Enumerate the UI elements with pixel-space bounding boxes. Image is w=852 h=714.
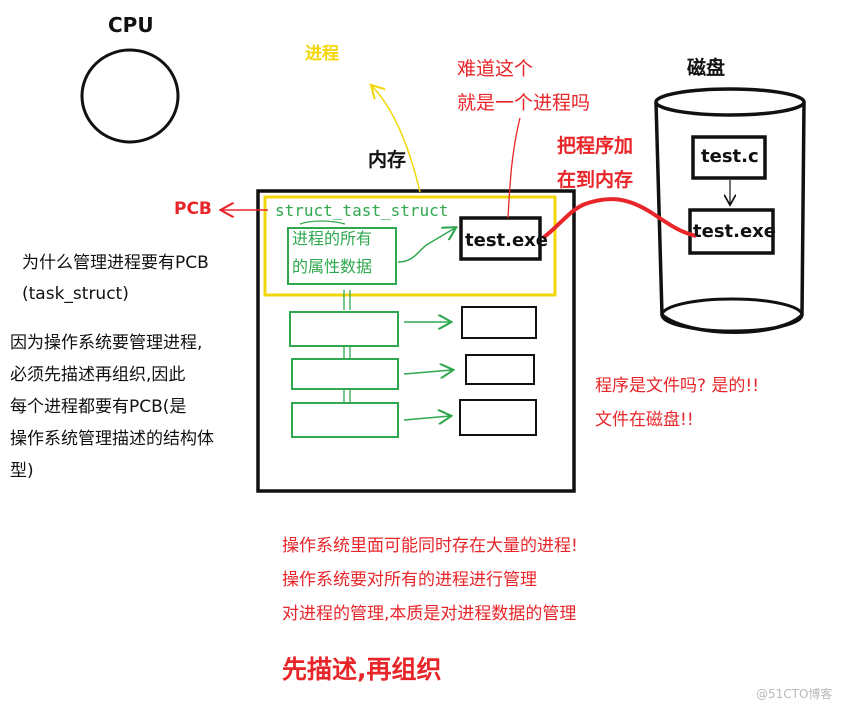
- disk-label: 磁盘: [687, 57, 726, 79]
- memory-label: 内存: [368, 149, 407, 171]
- watermark: @51CTO博客: [756, 687, 833, 701]
- exe-box-2: [461, 306, 537, 339]
- exe-box-memory: [459, 216, 542, 261]
- why-line-2: (task_struct): [22, 284, 129, 304]
- question-line-2: 就是一个进程吗: [457, 92, 591, 114]
- cpu-circle: [80, 48, 180, 144]
- file-question-line-1: 程序是文件吗? 是的!!: [595, 376, 760, 396]
- arrow-pcb3-to-exe3: [403, 370, 452, 374]
- memory-box: [256, 189, 576, 493]
- arrow-attr-to-exe: [397, 228, 455, 263]
- attr-line-1: 进程的所有: [292, 229, 373, 248]
- pcb-attr-box: [287, 227, 397, 285]
- attr-line-2: 的属性数据: [292, 257, 373, 276]
- reason-line-1: 因为操作系统要管理进程,: [10, 333, 203, 353]
- reason-line-3: 每个进程都要有PCB(是: [10, 397, 187, 417]
- exe-box-3: [465, 354, 535, 385]
- arrow-question: [507, 117, 521, 219]
- file-question-line-2: 文件在磁盘!!: [595, 410, 694, 430]
- why-line-1: 为什么管理进程要有PCB: [22, 253, 209, 273]
- reason-line-5: 型): [10, 461, 34, 481]
- cpu-label: CPU: [108, 13, 154, 37]
- source-disk-label: test.c: [701, 146, 759, 167]
- reason-line-4: 操作系统管理描述的结构体: [10, 429, 214, 449]
- pcb-box-3: [291, 358, 399, 390]
- arrow-struct-to-attr: [299, 220, 346, 225]
- load-line-2: 在到内存: [557, 169, 634, 191]
- arrow-to-process-label: [372, 86, 421, 193]
- pcb-box-4: [291, 402, 399, 438]
- disk-cylinder-top: [654, 87, 806, 117]
- exe-box-disk: [688, 208, 775, 255]
- pcb-label: PCB: [174, 199, 212, 219]
- exe-memory-label: test.exe: [465, 230, 548, 251]
- note-line-1: 操作系统里面可能同时存在大量的进程!: [282, 536, 578, 556]
- process-label: 进程: [305, 44, 339, 64]
- disk-cylinder-bottom: [660, 297, 804, 333]
- question-line-1: 难道这个: [457, 58, 534, 80]
- reason-line-2: 必须先描述再组织,因此: [10, 365, 186, 385]
- exe-box-4: [459, 399, 537, 436]
- load-curve: [541, 197, 697, 240]
- struct-name-label: struct_tast_struct: [275, 201, 449, 220]
- load-line-1: 把程序加: [557, 135, 634, 157]
- note-line-3: 对进程的管理,本质是对进程数据的管理: [282, 604, 577, 624]
- motto: 先描述,再组织: [282, 655, 442, 684]
- arrow-pcb4-to-exe4: [403, 416, 450, 420]
- source-box-disk: [691, 135, 767, 180]
- pcb-highlight-box: [263, 195, 557, 297]
- note-line-2: 操作系统要对所有的进程进行管理: [282, 570, 537, 590]
- exe-disk-label: test.exe: [693, 221, 776, 242]
- pcb-box-2: [289, 311, 399, 347]
